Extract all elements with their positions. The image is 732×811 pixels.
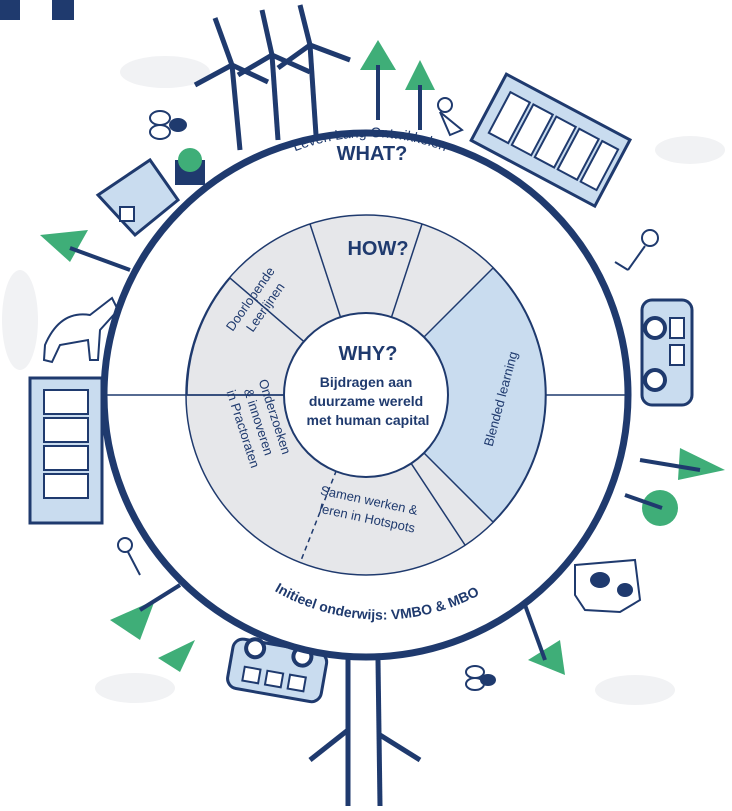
cloud-icon [2, 56, 725, 705]
house-icon [95, 148, 205, 238]
person-icon [117, 97, 659, 576]
horse-icon [42, 296, 120, 364]
cow-icon [574, 558, 642, 614]
tree-icon [40, 40, 725, 675]
corner-mark [0, 0, 74, 20]
segment-blended-learning [364, 266, 547, 524]
bee-icon [149, 110, 496, 691]
what-title: WHAT? [337, 143, 408, 165]
why-text: Bijdragen aan duurzame wereld met human … [307, 374, 430, 428]
solar-panel-icon [28, 72, 633, 525]
wind-turbine-icon [308, 650, 422, 807]
how-ring [185, 214, 547, 576]
wind-turbine-icon [193, 4, 351, 151]
how-title: HOW? [347, 238, 408, 260]
why-title: WHY? [339, 343, 398, 365]
car-icon [226, 298, 694, 704]
